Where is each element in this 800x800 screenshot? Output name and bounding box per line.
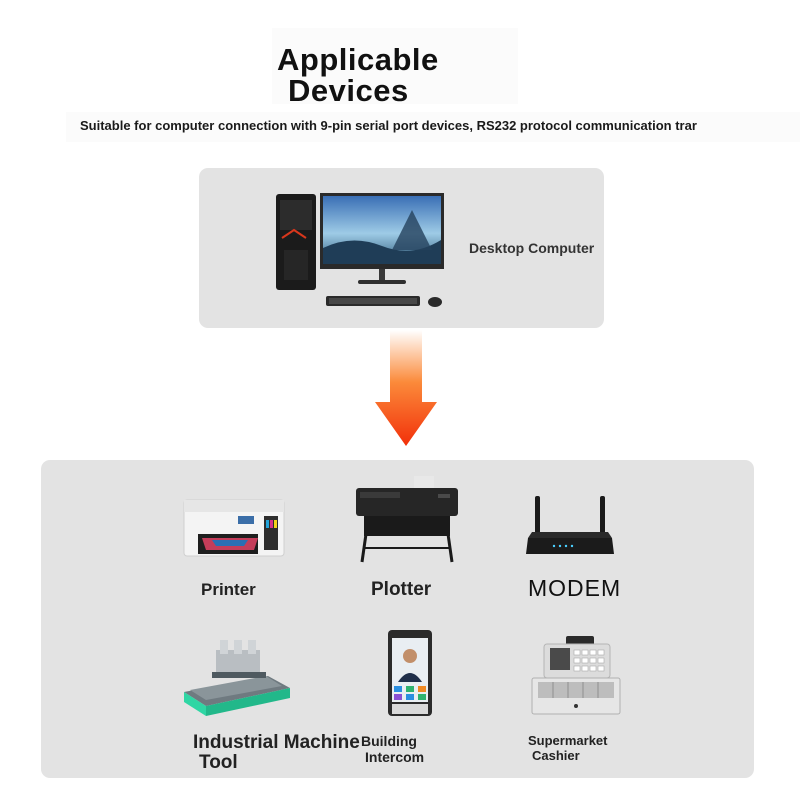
desktop-computer-icon xyxy=(276,193,444,307)
intercom-terminal-icon xyxy=(388,630,432,716)
device-label-modem: MODEM xyxy=(528,575,622,601)
arrow-down-icon xyxy=(375,330,437,446)
plotter-icon xyxy=(356,476,458,563)
page-title: Applicable Devices xyxy=(277,44,439,106)
cash-register-icon xyxy=(531,636,621,715)
title-line-2: Devices xyxy=(288,73,409,108)
device-label-industrial-machine-tool: Industrial Machine Tool xyxy=(193,732,360,773)
title-line-1: Applicable xyxy=(277,42,439,77)
subtitle-background xyxy=(66,112,800,142)
cnc-machine-icon xyxy=(184,640,290,716)
device-label-printer: Printer xyxy=(201,580,256,599)
title-background xyxy=(272,28,518,104)
device-label-building-intercom: Building Intercom xyxy=(361,733,425,765)
printer-icon xyxy=(183,499,285,557)
modem-router-icon xyxy=(526,496,614,554)
device-label-plotter: Plotter xyxy=(371,579,432,600)
desktop-computer-label: Desktop Computer xyxy=(469,240,595,256)
subtitle: Suitable for computer connection with 9-… xyxy=(80,118,697,133)
device-label-supermarket-cashier: Supermarket Cashier xyxy=(528,733,608,763)
